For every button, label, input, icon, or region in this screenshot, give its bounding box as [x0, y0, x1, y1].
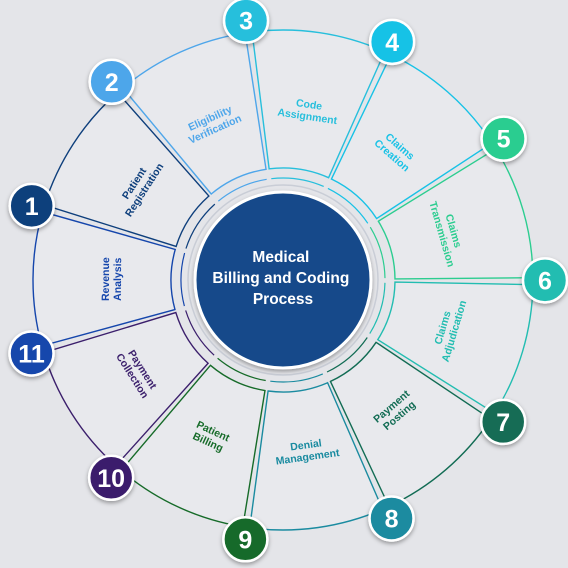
center-ring	[187, 184, 379, 376]
center-title-line-1: Medical	[252, 249, 309, 266]
step-inner-arc	[180, 252, 186, 307]
badge-circle	[8, 182, 55, 230]
step-number-badge: 4	[368, 18, 416, 66]
badge-circle	[222, 0, 270, 44]
step-segments: PatientRegistrationEligibilityVerificati…	[32, 29, 534, 531]
center-hub: Medical Billing and Coding Process	[187, 184, 379, 376]
step-label-line: Code	[295, 97, 323, 113]
step-inner-arc	[271, 177, 324, 188]
step-number-badge: 7	[479, 398, 527, 446]
step-inner-arc	[217, 357, 266, 382]
step-number: 7	[496, 409, 510, 437]
center-title: Medical Billing and Coding Process	[212, 249, 353, 308]
center-circle	[193, 190, 373, 370]
step-number-badge: 1	[8, 182, 55, 230]
step-number-badge: 2	[88, 58, 135, 106]
step-number: 11	[18, 340, 45, 368]
step-number: 6	[538, 267, 552, 295]
badge-circle	[87, 454, 135, 502]
step-inner-arc	[327, 187, 369, 224]
step-inner-arc	[369, 282, 386, 334]
step-label: RevenueAnalysis	[100, 257, 124, 301]
step-label-group: RevenueAnalysis	[100, 257, 124, 301]
badge-circle	[479, 398, 527, 446]
badge-circle	[480, 115, 527, 162]
step-number-badge: 6	[521, 257, 568, 304]
step-label-line: Analysis	[112, 257, 124, 300]
step-number: 9	[238, 526, 252, 554]
step-number: 3	[239, 8, 253, 36]
step-number-badge: 5	[480, 115, 527, 162]
step-inner-arc	[326, 337, 368, 373]
step-number: 5	[497, 126, 511, 154]
step-number: 8	[385, 505, 399, 533]
step-number-badge: 11	[8, 330, 55, 377]
step-inner-arc	[217, 178, 267, 202]
step-number-badges: 1 2 3 4 5 6 7 8 9 10 11	[8, 0, 568, 563]
step-number: 1	[25, 193, 39, 221]
step-label-line: Denial	[290, 437, 323, 453]
step-number-badge: 10	[87, 454, 135, 502]
step-label-line: Revenue	[100, 257, 112, 301]
badge-circle	[8, 330, 55, 377]
step-number-badge: 8	[368, 495, 415, 542]
step-number-badge: 9	[222, 516, 269, 563]
step-inner-arc	[185, 203, 216, 249]
badge-circle	[521, 257, 568, 304]
badge-circle	[222, 516, 269, 563]
step-number: 10	[97, 465, 125, 493]
step-number: 4	[385, 29, 399, 57]
badge-circle	[88, 58, 135, 106]
badge-circle	[368, 495, 415, 542]
badge-circle	[368, 18, 416, 66]
center-title-line-2: Billing and Coding	[212, 270, 349, 287]
step-inner-arc	[270, 373, 324, 383]
center-title-line-3: Process	[253, 291, 313, 308]
step-number: 2	[105, 69, 119, 97]
step-inner-arc	[369, 226, 386, 279]
step-number-badge: 3	[222, 0, 270, 44]
step-inner-arc	[185, 310, 215, 356]
